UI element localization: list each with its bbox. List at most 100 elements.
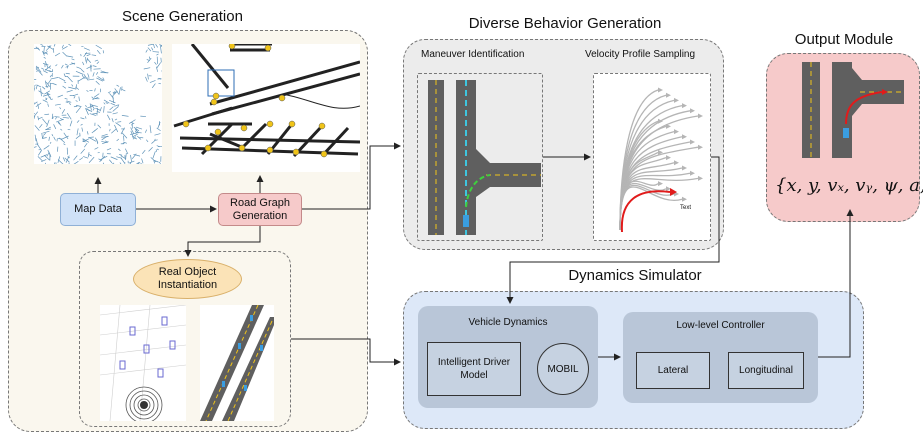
map-street-segment [76,66,82,70]
map-street-segment [116,84,120,87]
map-street-segment [76,120,80,123]
map-street-segment [135,126,143,130]
map-street-segment [80,148,86,154]
map-street-segment [130,127,135,135]
map-street-segment [42,137,47,139]
trajectory-arrowhead [682,165,687,171]
real-object-label: Real Object Instantiation [157,266,218,291]
map-street-segment [139,163,142,164]
map-data-label: Map Data [74,203,122,215]
map-street-segment [87,58,92,63]
map-street-segment [42,70,48,74]
map-street-segment [63,132,69,140]
map-street-segment [51,113,54,120]
map-street-segment [66,100,72,103]
map-street-segment [117,121,122,123]
map-street-segment [42,63,49,66]
map-street-segment [103,102,106,105]
map-street-segment [130,130,134,137]
map-street-segment [62,45,68,50]
map-street-segment [42,118,48,125]
map-street-segment [156,62,162,69]
map-street-segment [43,145,50,150]
trajectory-arrowhead [698,175,703,181]
map-street-segment [101,136,109,138]
map-street-segment [85,107,93,113]
map-street-segment [49,141,52,144]
longitudinal-label: Longitudinal [739,365,793,376]
map-street-segment [97,76,105,81]
map-street-segment [73,155,78,161]
trajectory-arrowhead [674,129,679,135]
map-street-segment [34,146,37,148]
map-street-segment [116,138,120,142]
dynamics-simulator-title: Dynamics Simulator [568,267,702,284]
map-street-segment [65,65,70,68]
map-street-segment [61,109,66,114]
map-street-segment [49,82,54,85]
trajectory-arrowhead [690,139,695,145]
map-street-segment [69,62,76,65]
map-street-segment [121,115,129,117]
map-street-segment [135,131,142,134]
map-street-segment [37,103,39,109]
map-street-segment [45,81,51,87]
map-street-segment [55,116,57,120]
map-street-segment [87,78,95,81]
map-street-segment [83,47,90,51]
map-street-segment [146,59,150,61]
map-street-segment [56,119,64,123]
map-street-segment [85,108,89,116]
map-street-segment [36,66,40,69]
map-street-segment [130,122,135,125]
map-street-segment [43,52,46,55]
map-street-segment [131,133,138,138]
map-street-segment [54,103,61,106]
map-street-segment [107,114,111,121]
map-street-segment [91,54,97,56]
map-street-segment [46,92,51,96]
map-street-segment [112,112,118,115]
map-street-segment [60,128,63,131]
lateral-node: Lateral [636,352,710,389]
map-street-segment [68,86,76,90]
map-street-segment [89,113,97,116]
road-graph-node: Road Graph Generation [218,193,302,226]
map-street-segment [128,119,136,124]
map-street-segment [35,138,38,145]
map-street-segment [112,107,118,112]
map-street-segment [84,76,86,79]
map-street-segment [71,62,75,65]
map-street-segment [125,152,127,161]
map-street-segment [44,90,51,95]
map-street-segment [134,128,138,133]
map-street-segment [36,65,42,73]
map-street-segment [149,125,152,134]
map-street-segment [78,96,80,102]
map-street-segment [137,135,142,140]
map-street-segment [115,122,122,127]
map-street-segment [66,112,72,120]
map-street-segment [141,149,146,154]
map-street-segment [86,90,89,92]
real-object-node: Real Object Instantiation [133,259,242,299]
trajectory-arrowhead [666,155,671,161]
trajectory-arrowhead [666,123,671,129]
map-street-segment [34,101,38,104]
map-street-segment [62,157,66,162]
map-street-segment [95,107,101,111]
map-street-segment [95,137,99,143]
map-street-segment [87,152,90,158]
map-street-segment [58,121,61,125]
map-street-segment [47,45,54,50]
map-street-segment [109,106,114,111]
map-street-segment [151,47,154,51]
map-street-segment [155,66,158,72]
map-street-segment [73,96,76,99]
map-street-segment [95,72,99,75]
map-street-segment [122,142,125,145]
map-street-segment [35,85,38,90]
map-street-segment [144,129,147,133]
road-cars-image [200,305,274,421]
longitudinal-node: Longitudinal [728,352,804,389]
